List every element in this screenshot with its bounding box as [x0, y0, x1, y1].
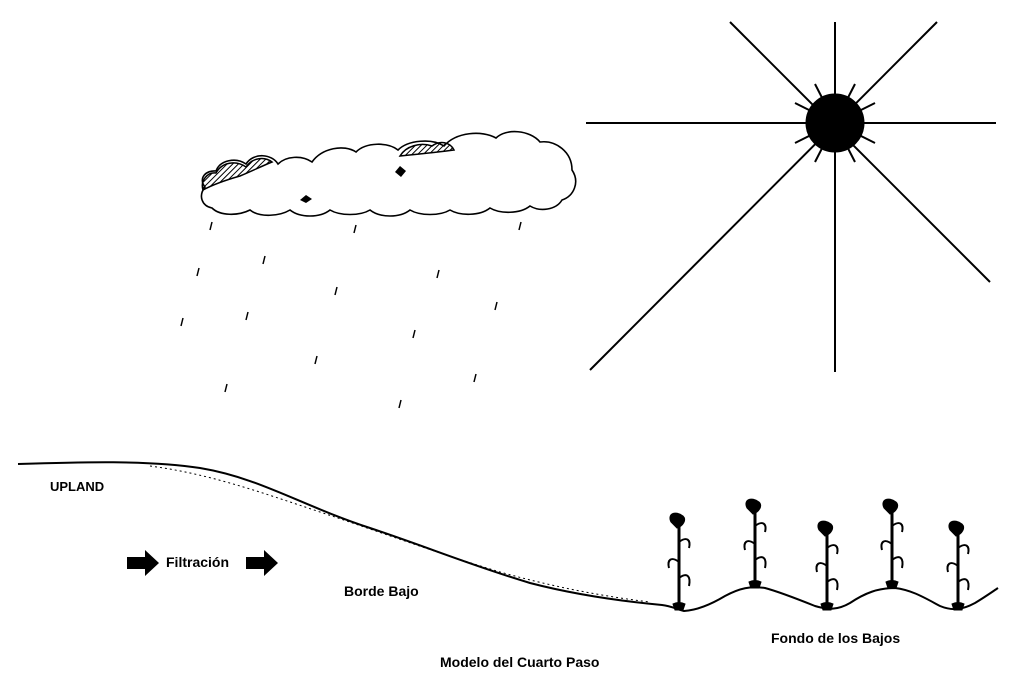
arrow-right-icon [246, 550, 278, 576]
arrow-right-icon [127, 550, 159, 576]
corn-plant-icon [880, 498, 904, 589]
rain-cloud-icon [200, 130, 577, 217]
corn-plant-icon [815, 520, 839, 611]
corn-plant-icon [946, 520, 970, 611]
corn-crops [667, 498, 970, 611]
filtration-label: Filtración [166, 554, 229, 570]
diagram-caption: Modelo del Cuarto Paso [440, 654, 599, 670]
low-edge-label: Borde Bajo [344, 583, 419, 599]
lowland-bottom-label: Fondo de los Bajos [771, 630, 900, 646]
upland-label: UPLAND [50, 479, 104, 494]
rain-drops [180, 221, 522, 409]
filtration-arrows [127, 550, 278, 576]
corn-plant-icon [667, 512, 691, 611]
sun-icon [586, 21, 996, 372]
corn-plant-icon [743, 498, 767, 589]
hill-slope-profile [17, 461, 999, 613]
